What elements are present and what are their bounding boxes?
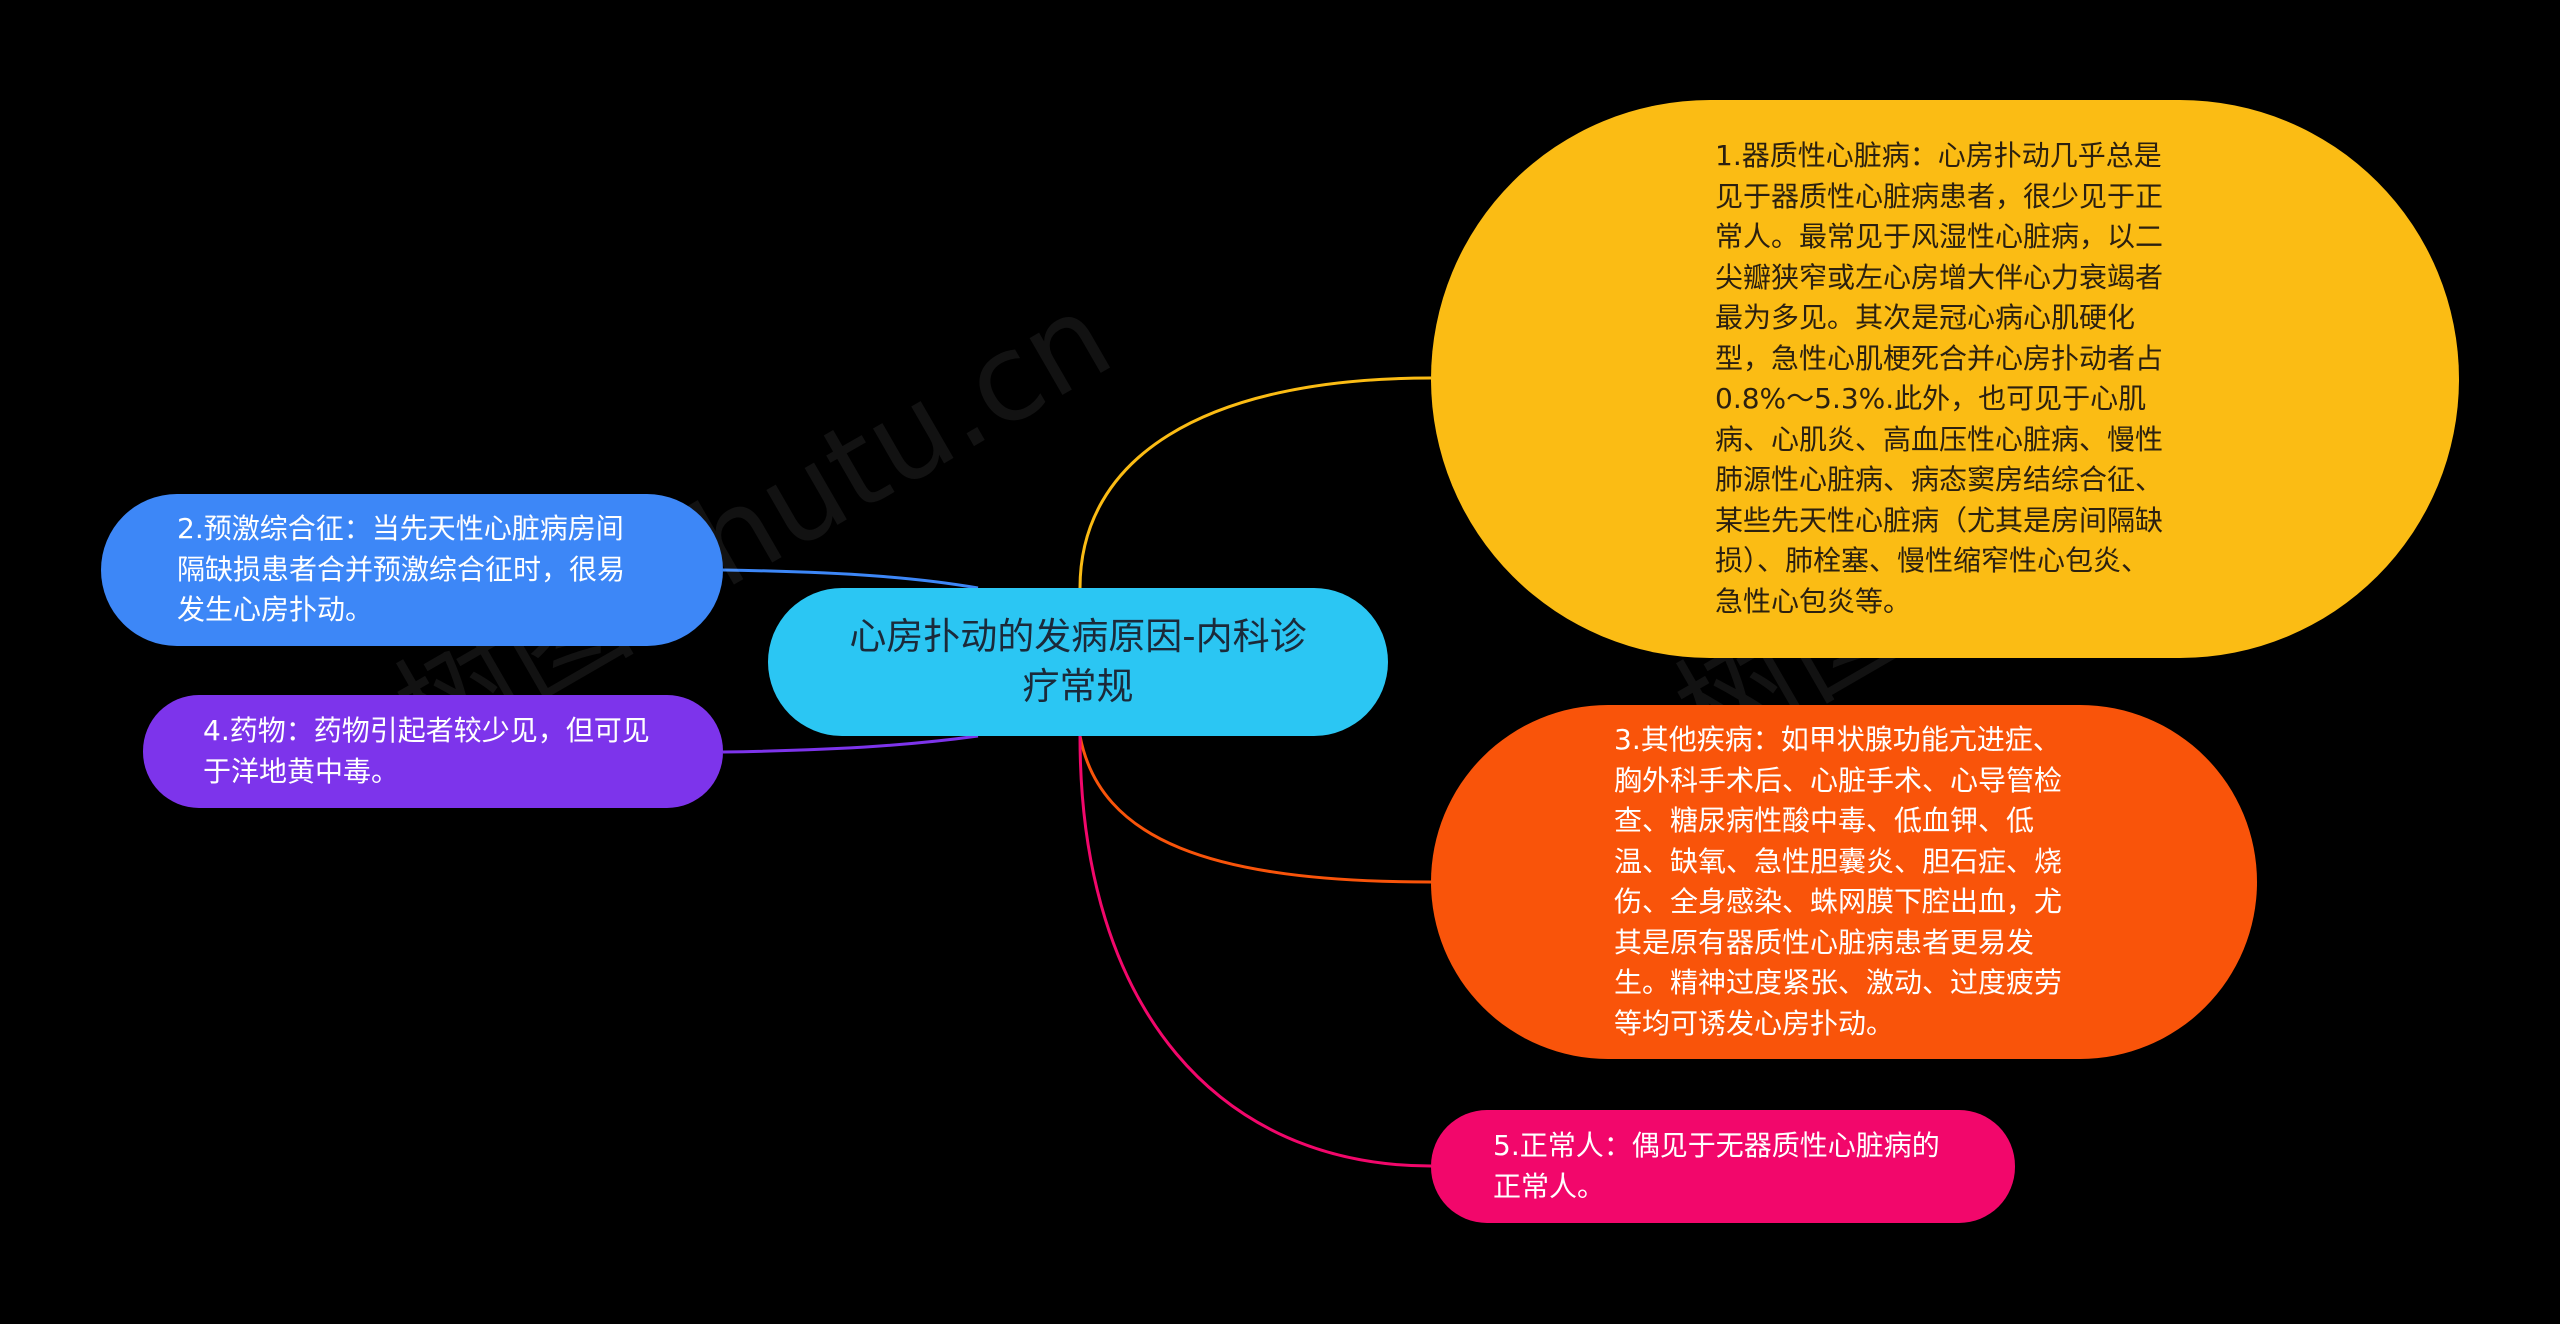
branch-node-organic-heart-disease[interactable]: 1.器质性心脏病：心房扑动几乎总是见于器质性心脏病患者，很少见于正常人。最常见于… — [1431, 100, 2459, 658]
root-node-label: 心房扑动的发病原因-内科诊疗常规 — [849, 615, 1307, 708]
connector-n3 — [1078, 735, 1432, 884]
connector-n5 — [1078, 735, 1432, 1168]
branch-node-label: 2.预激综合征：当先天性心脏病房间隔缺损患者合并预激综合征时，很易发生心房扑动。 — [177, 512, 626, 627]
root-node[interactable]: 心房扑动的发病原因-内科诊疗常规 — [768, 588, 1388, 736]
branch-node-other-diseases[interactable]: 3.其他疾病：如甲状腺功能亢进症、胸外科手术后、心脏手术、心导管检查、糖尿病性酸… — [1431, 705, 2257, 1059]
branch-node-label: 1.器质性心脏病：心房扑动几乎总是见于器质性心脏病患者，很少见于正常人。最常见于… — [1715, 139, 2164, 618]
branch-node-label: 4.药物：药物引起者较少见，但可见于洋地黄中毒。 — [203, 714, 650, 788]
connector-n2 — [722, 568, 979, 590]
connector-n4 — [722, 734, 979, 754]
branch-node-drugs[interactable]: 4.药物：药物引起者较少见，但可见于洋地黄中毒。 — [143, 695, 723, 808]
branch-node-label: 3.其他疾病：如甲状腺功能亢进症、胸外科手术后、心脏手术、心导管检查、糖尿病性酸… — [1614, 723, 2063, 1040]
connector-n1 — [1078, 376, 1432, 589]
branch-node-preexcitation-syndrome[interactable]: 2.预激综合征：当先天性心脏病房间隔缺损患者合并预激综合征时，很易发生心房扑动。 — [101, 494, 723, 646]
branch-node-normal-people[interactable]: 5.正常人：偶见于无器质性心脏病的正常人。 — [1431, 1110, 2015, 1223]
branch-node-label: 5.正常人：偶见于无器质性心脏病的正常人。 — [1493, 1129, 1940, 1203]
